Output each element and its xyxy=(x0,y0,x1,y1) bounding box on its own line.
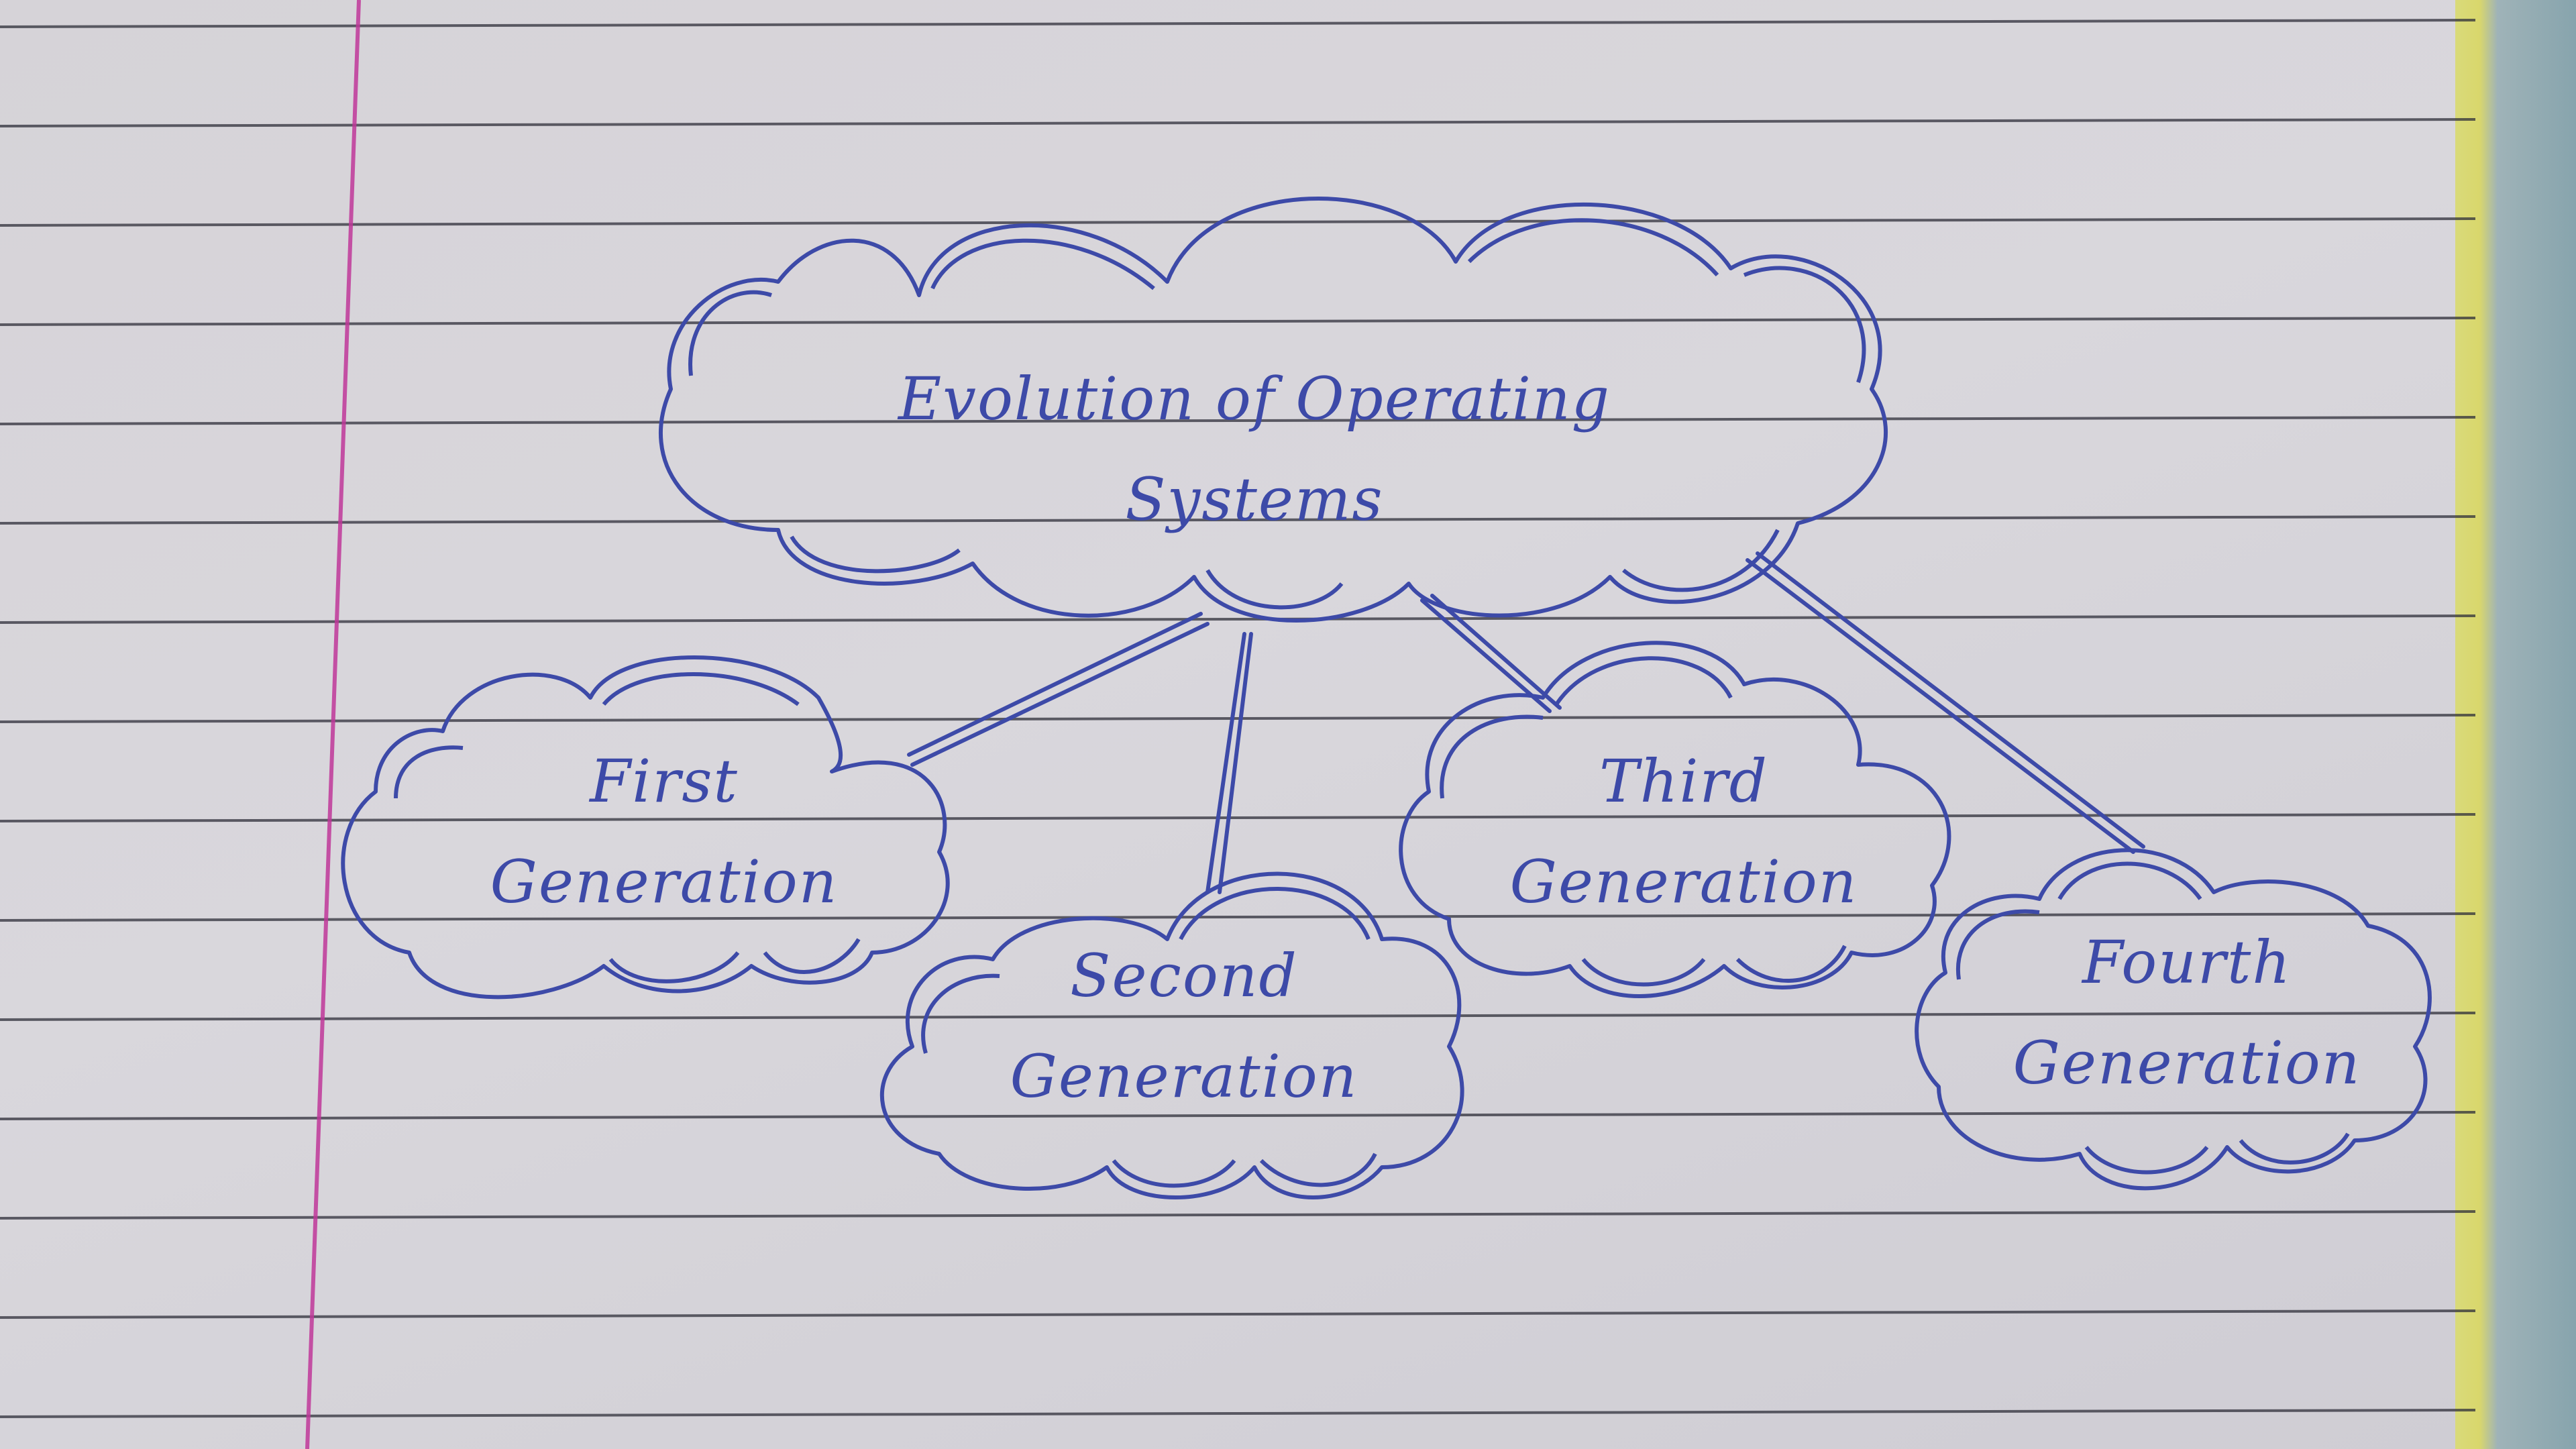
third-generation-label: Third Generation xyxy=(1456,731,1912,932)
ruled-line xyxy=(0,317,2476,326)
second-generation-label: Second Generation xyxy=(939,926,1429,1127)
third-label-line2: Generation xyxy=(1509,847,1858,916)
fourth-label-line2: Generation xyxy=(2012,1028,2361,1097)
ruled-line xyxy=(0,813,2476,822)
cloud-third xyxy=(1399,641,1951,998)
connector-third xyxy=(1420,594,1562,713)
connector-fourth xyxy=(1746,551,2145,854)
page-edge xyxy=(2455,0,2576,1449)
ruled-line xyxy=(0,614,2476,624)
third-label-line1: Third xyxy=(1599,747,1768,816)
root-node-label: Evolution of Operating Systems xyxy=(711,349,1798,550)
notebook-page xyxy=(0,0,2475,1449)
connectors xyxy=(907,551,2145,894)
second-label-line1: Second xyxy=(1070,941,1298,1010)
first-generation-label: First Generation xyxy=(402,731,926,932)
fourth-generation-label: Fourth Generation xyxy=(1959,912,2415,1114)
ruled-line xyxy=(0,912,2476,922)
ruled-line xyxy=(0,515,2476,525)
ruled-lines xyxy=(0,19,2476,1418)
margin-line xyxy=(305,0,361,1449)
ruled-line xyxy=(0,19,2476,28)
cloud-first xyxy=(341,655,950,1000)
cloud-root xyxy=(658,196,1888,623)
first-label-line1: First xyxy=(590,747,739,816)
first-label-line2: Generation xyxy=(490,847,839,916)
ruled-line xyxy=(0,1309,2476,1319)
ruled-line xyxy=(0,714,2476,723)
cloud-fourth xyxy=(1915,848,2432,1191)
ruled-line xyxy=(0,217,2476,227)
ruled-line xyxy=(0,1012,2476,1021)
connector-first xyxy=(907,612,1210,767)
second-label-line2: Generation xyxy=(1010,1042,1358,1111)
ruled-line xyxy=(0,1111,2476,1120)
ruled-line xyxy=(0,1409,2476,1418)
connector-second xyxy=(1205,632,1253,894)
ruled-line xyxy=(0,416,2476,425)
ruled-line xyxy=(0,118,2476,127)
fourth-label-line1: Fourth xyxy=(2082,928,2292,997)
cloud-second xyxy=(879,871,1464,1199)
ruled-line xyxy=(0,1210,2476,1220)
root-label-line1: Evolution of Operating xyxy=(898,364,1611,433)
root-label-line2: Systems xyxy=(1125,465,1384,534)
